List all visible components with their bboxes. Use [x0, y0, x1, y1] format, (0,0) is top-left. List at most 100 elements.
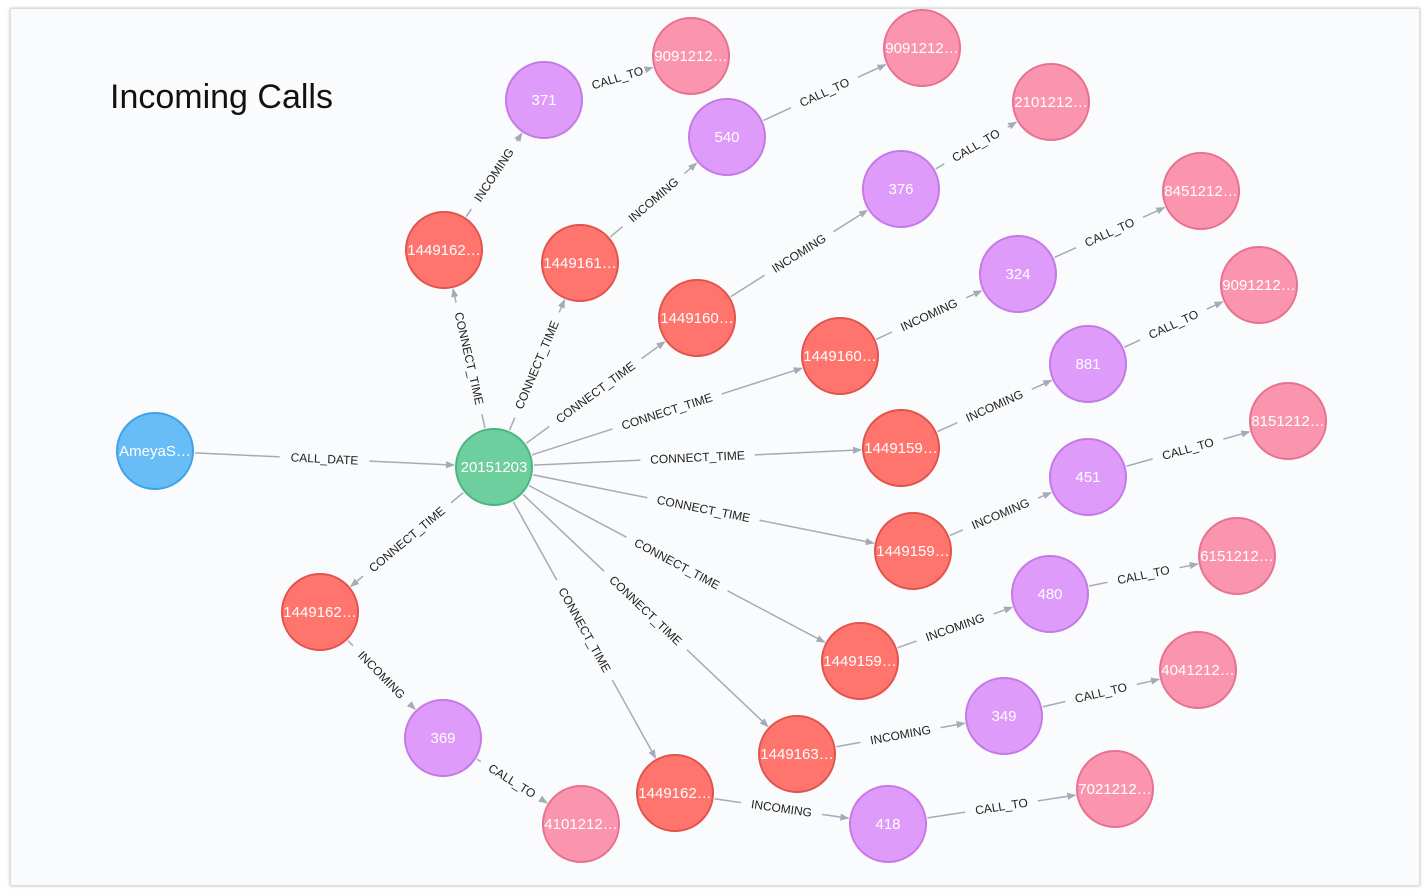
edge-arrow	[965, 290, 983, 299]
edge-call-to[interactable]: CALL_TO	[1126, 430, 1251, 467]
node-person[interactable]: AmeyaS…	[116, 412, 194, 490]
edge-call-date[interactable]: CALL_DATE	[194, 450, 455, 469]
node-number[interactable]: 2101212…	[1012, 63, 1090, 141]
node-number[interactable]: 7021212…	[1076, 750, 1154, 828]
edge-line	[897, 640, 917, 649]
node-call[interactable]: 1449160…	[801, 317, 879, 395]
node-circle	[116, 412, 194, 490]
edge-connect-time[interactable]: CONNECT_TIME	[533, 446, 862, 467]
edge-call-to[interactable]: CALL_TO	[1054, 206, 1166, 259]
edge-line	[949, 529, 964, 537]
node-call[interactable]: 1449162…	[281, 573, 359, 651]
edge-label: CALL_TO	[1116, 563, 1171, 587]
node-date[interactable]: 20151203	[455, 428, 533, 506]
node-incoming[interactable]: 324	[979, 235, 1057, 313]
node-label: 1449159…	[823, 653, 896, 670]
node-number[interactable]: 8451212…	[1162, 152, 1240, 230]
edge-arrow	[721, 367, 803, 395]
node-incoming[interactable]: 376	[862, 150, 940, 228]
edge-incoming[interactable]: INCOMING	[609, 162, 698, 238]
node-call[interactable]: 1449159…	[874, 512, 952, 590]
node-circle	[281, 573, 359, 651]
edge-incoming[interactable]: INCOMING	[714, 797, 850, 821]
node-circle	[688, 98, 766, 176]
edge-label: CALL_TO	[1082, 215, 1136, 250]
edge-line	[533, 474, 648, 499]
edge-label: CONNECT_TIME	[512, 319, 562, 412]
edge-call-to[interactable]: CALL_TO	[935, 121, 1018, 170]
node-number[interactable]: 6151212…	[1198, 517, 1276, 595]
edge-incoming[interactable]: INCOMING	[937, 379, 1053, 433]
node-number[interactable]: 9091212…	[883, 9, 961, 87]
edge-incoming[interactable]: INCOMING	[730, 209, 868, 298]
edge-incoming[interactable]: INCOMING	[465, 132, 523, 218]
node-call[interactable]: 1449163…	[758, 715, 836, 793]
node-incoming[interactable]: 881	[1049, 325, 1127, 403]
node-circle	[658, 279, 736, 357]
edge-line	[525, 425, 550, 444]
edge-incoming[interactable]: INCOMING	[949, 491, 1052, 537]
edge-call-to[interactable]: CALL_TO	[582, 64, 654, 93]
node-call[interactable]: 1449160…	[658, 279, 736, 357]
edge-arrow	[686, 649, 769, 728]
node-call[interactable]: 1449161…	[541, 224, 619, 302]
node-incoming[interactable]: 480	[1011, 555, 1089, 633]
edge-connect-time[interactable]: CONNECT_TIME	[350, 492, 464, 587]
edge-call-to[interactable]: CALL_TO	[1042, 677, 1160, 708]
edge-label: CONNECT_TIME	[555, 585, 613, 675]
edge-label: CONNECT_TIME	[650, 448, 745, 466]
edge-arrow	[1223, 430, 1251, 440]
node-label: 451	[1075, 469, 1100, 486]
node-call[interactable]: 1449159…	[821, 622, 899, 700]
node-number[interactable]: 9091212…	[1220, 246, 1298, 324]
edge-call-to[interactable]: CALL_TO	[763, 63, 887, 122]
edge-connect-time[interactable]: CONNECT_TIME	[508, 299, 566, 431]
edge-incoming[interactable]: INCOMING	[347, 640, 416, 711]
node-incoming[interactable]: 451	[1049, 438, 1127, 516]
edge-line	[937, 422, 958, 433]
edge-call-to[interactable]: CALL_TO	[927, 792, 1077, 819]
edge-connect-time[interactable]: CONNECT_TIME	[451, 288, 487, 429]
edge-incoming[interactable]: INCOMING	[876, 290, 983, 340]
node-circle	[455, 428, 533, 506]
node-incoming[interactable]: 418	[849, 785, 927, 863]
edge-line	[935, 163, 945, 170]
edge-line	[714, 798, 742, 804]
node-label: 7021212…	[1078, 781, 1151, 798]
edge-call-to[interactable]: CALL_TO	[1089, 562, 1199, 587]
node-number[interactable]: 4041212…	[1159, 631, 1237, 709]
edge-line	[528, 485, 627, 538]
node-circle	[821, 622, 899, 700]
node-label: 6151212…	[1200, 548, 1273, 565]
node-incoming[interactable]: 371	[505, 61, 583, 139]
node-number[interactable]: 4101212…	[542, 785, 620, 863]
edge-connect-time[interactable]: CONNECT_TIME	[522, 493, 769, 728]
edge-arrow	[641, 341, 666, 360]
edge-arrow	[1037, 491, 1052, 500]
node-call[interactable]: 1449159…	[862, 409, 940, 487]
edge-label: CONNECT_TIME	[366, 504, 448, 575]
node-number[interactable]: 9091212…	[652, 17, 730, 95]
edge-call-to[interactable]: CALL_TO	[1123, 301, 1224, 348]
node-label: 1449160…	[660, 310, 733, 327]
node-call[interactable]: 1449162…	[636, 754, 714, 832]
node-label: 9091212…	[885, 40, 958, 57]
node-incoming[interactable]: 369	[404, 699, 482, 777]
edge-call-to[interactable]: CALL_TO	[476, 758, 548, 804]
node-circle	[1198, 517, 1276, 595]
edge-connect-time[interactable]: CONNECT_TIME	[533, 474, 875, 546]
edge-incoming[interactable]: INCOMING	[897, 606, 1014, 649]
edge-line	[450, 492, 464, 504]
node-incoming[interactable]: 349	[965, 677, 1043, 755]
node-number[interactable]: 8151212…	[1249, 382, 1327, 460]
node-circle	[404, 699, 482, 777]
node-circle	[1011, 555, 1089, 633]
edge-arrow	[1007, 121, 1018, 130]
edge-arrow	[1206, 301, 1224, 310]
node-incoming[interactable]: 540	[688, 98, 766, 176]
edge-line	[508, 417, 516, 431]
edge-incoming[interactable]: INCOMING	[836, 721, 966, 748]
node-call[interactable]: 1449162…	[405, 211, 483, 289]
edge-connect-time[interactable]: CONNECT_TIME	[512, 501, 657, 759]
